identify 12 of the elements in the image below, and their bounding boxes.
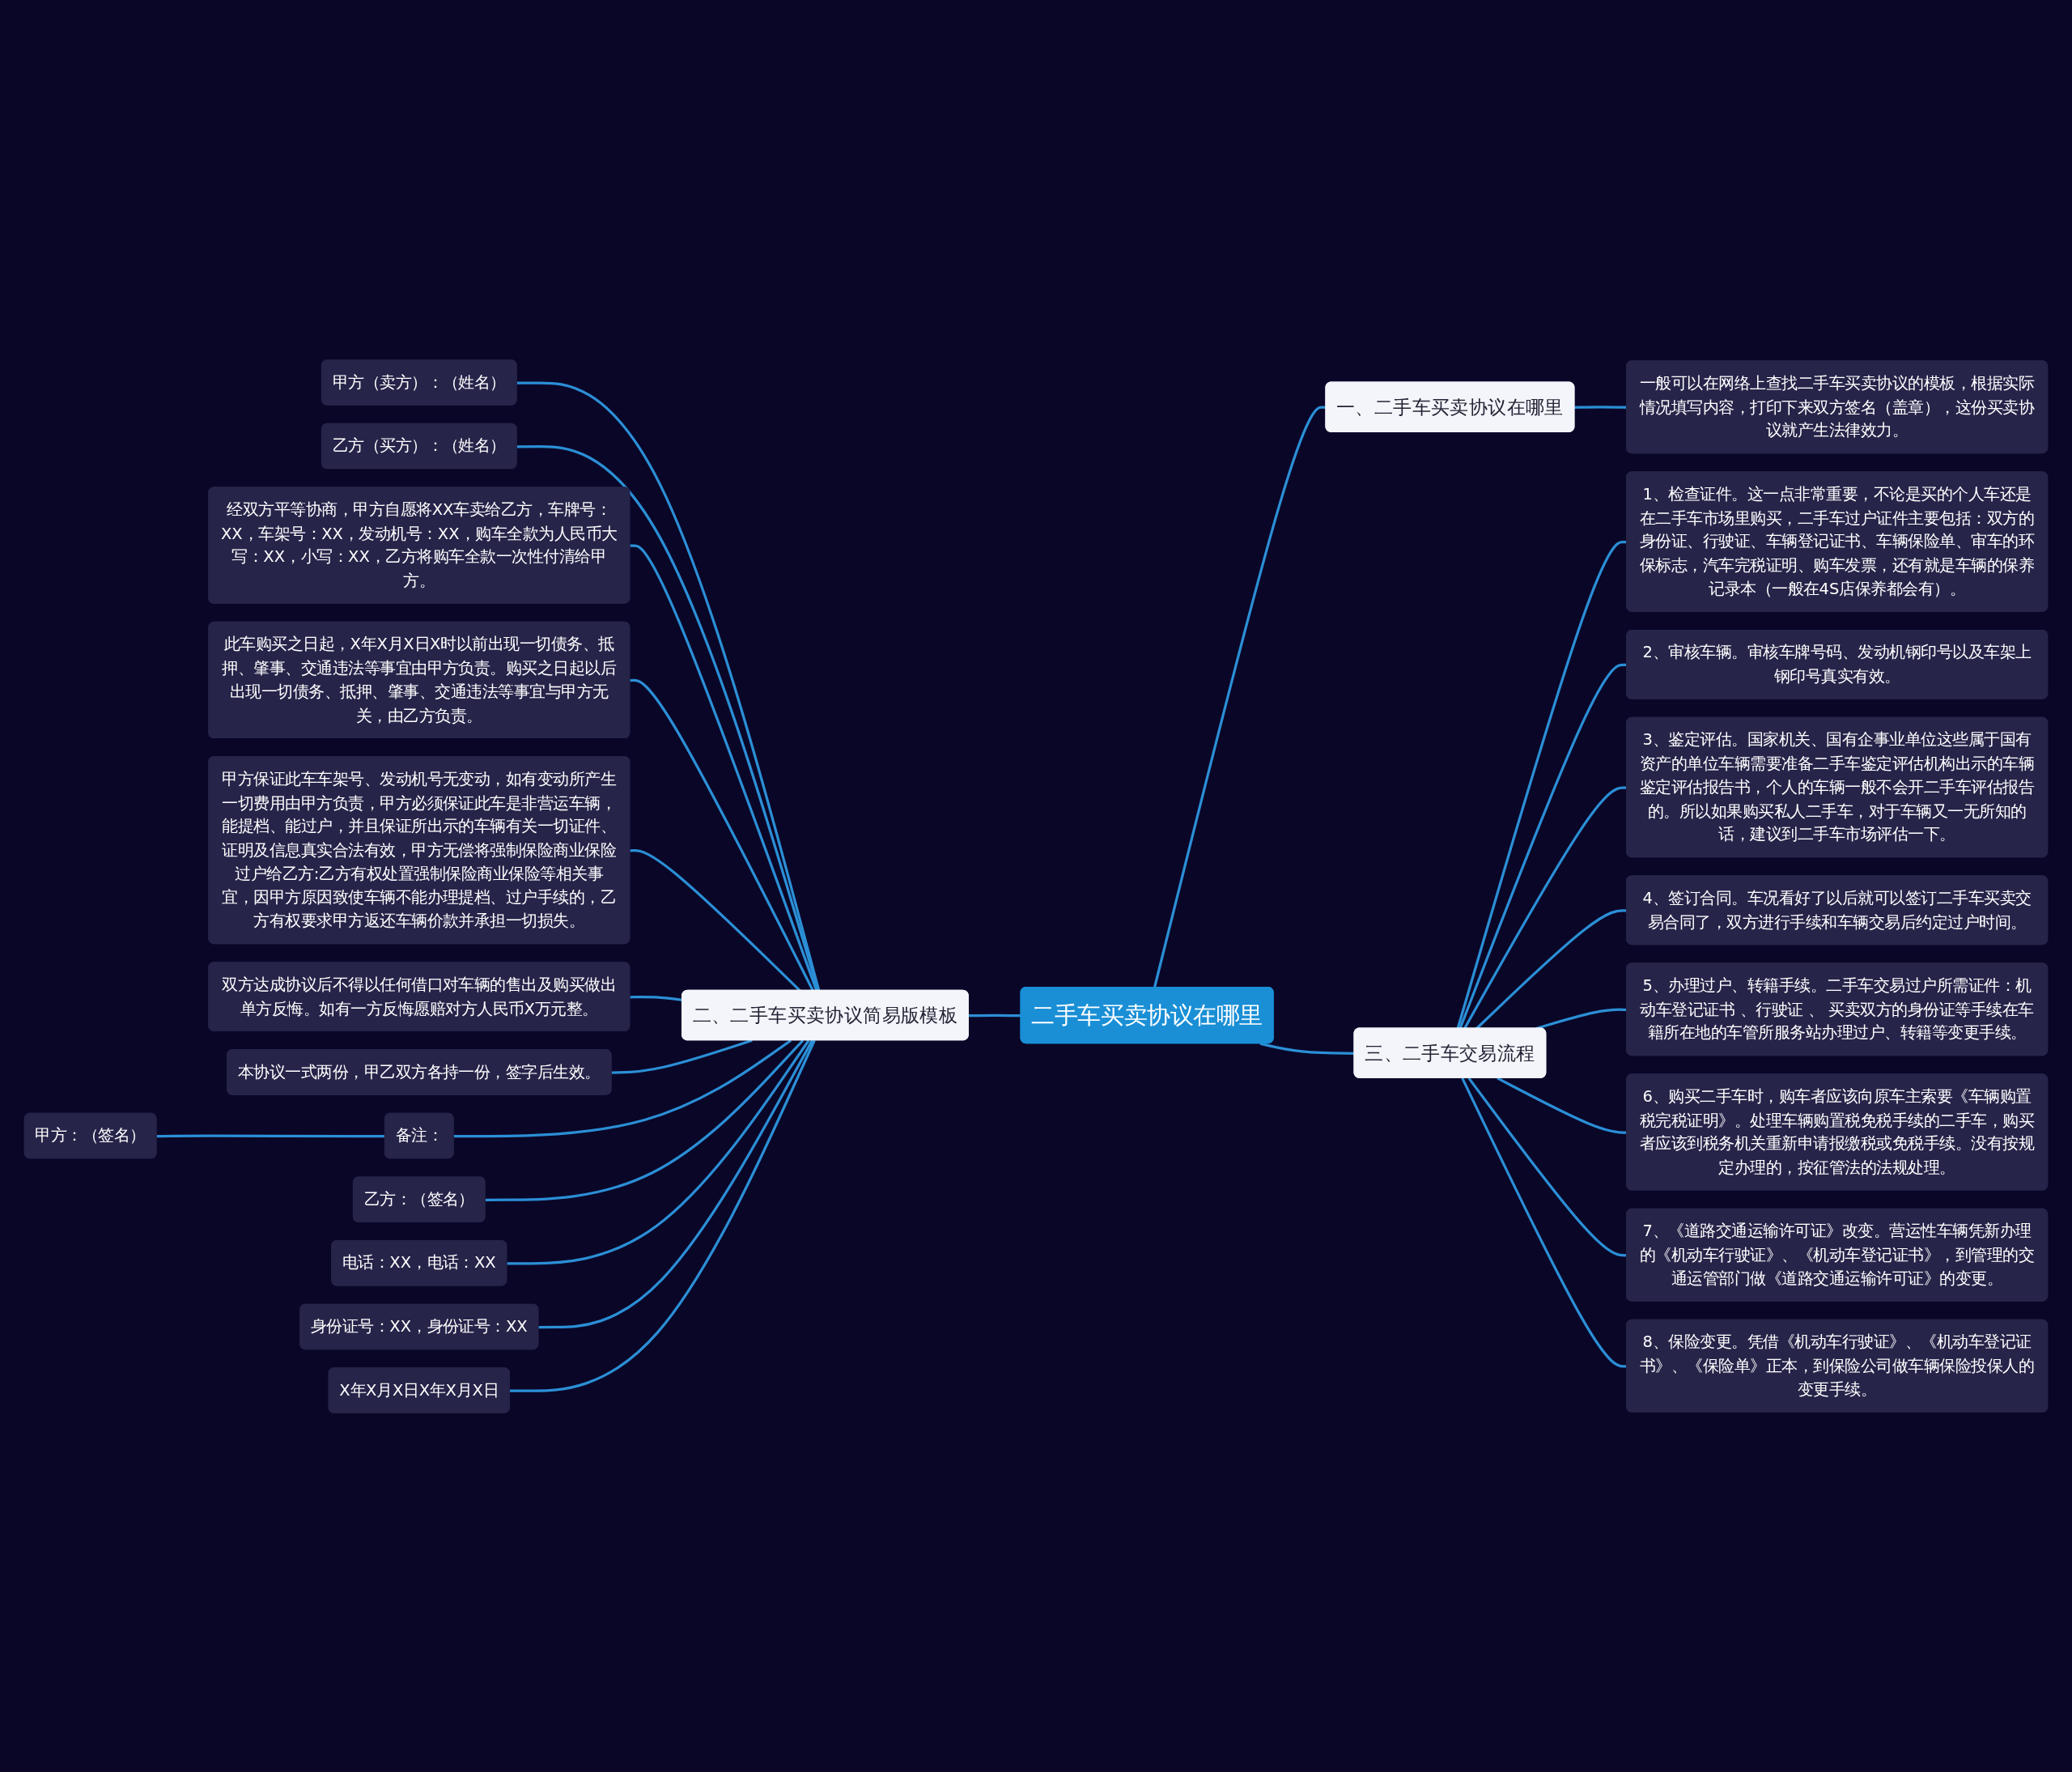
connector: [630, 848, 801, 992]
connector: [509, 1039, 816, 1392]
connector: [968, 1013, 1021, 1017]
connector: [611, 1039, 753, 1074]
connector: [1153, 406, 1327, 988]
connector: [485, 1039, 805, 1201]
connector: [630, 678, 815, 992]
connector: [453, 1039, 792, 1137]
connector: [1259, 1042, 1355, 1055]
connector: [538, 1039, 813, 1328]
connector: [507, 1039, 810, 1265]
connector: [630, 544, 818, 992]
